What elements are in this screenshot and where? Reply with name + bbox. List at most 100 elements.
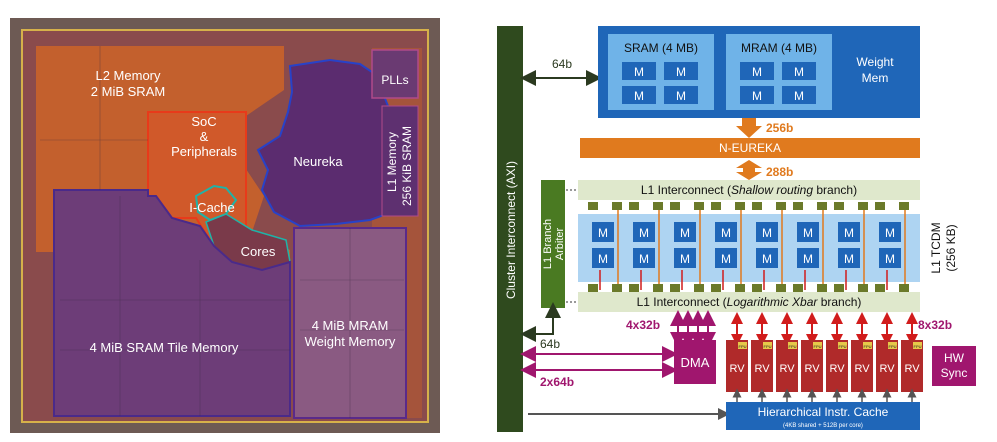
rv-core (776, 340, 798, 392)
l2-memory-title: L2 Memory (95, 68, 161, 83)
tcdm-pad (899, 284, 909, 292)
tcdm-pad (793, 284, 803, 292)
bw-64b-top: 64b (552, 57, 572, 71)
tcdm-pad (629, 284, 639, 292)
tcdm-bank-label: M (885, 226, 895, 240)
sram-tile-region (53, 189, 291, 417)
fpu-block (813, 342, 822, 349)
weight-bank-label: M (634, 89, 644, 103)
soc-label-3: Peripherals (171, 144, 237, 159)
tcdm-bank-label: M (639, 226, 649, 240)
l1-branch-arbiter-label-1: L1 Branch (542, 219, 554, 269)
plls-label: PLLs (381, 73, 408, 87)
tcdm-bank-label: M (598, 252, 608, 266)
l1-memory-label-2: 256 KiB SRAM (400, 126, 414, 206)
tcdm-pad (735, 284, 745, 292)
tcdm-bank (592, 248, 614, 268)
tcdm-bank (756, 248, 778, 268)
tcdm-bank (879, 222, 901, 242)
tcdm-pad (858, 202, 868, 210)
hw-sync-label-2: Sync (941, 366, 968, 380)
fpu-label: FPU (839, 344, 847, 349)
tcdm-pad (612, 202, 622, 210)
l1-memory-region (381, 105, 419, 217)
rv-core-label: RV (829, 363, 845, 375)
l1-shallow-interconnect (578, 180, 920, 200)
mram-label-1: 4 MiB MRAM (312, 318, 389, 333)
l2-memory-size: 2 MiB SRAM (91, 84, 165, 99)
rv-core (826, 340, 848, 392)
tcdm-bank (674, 222, 696, 242)
bw-2x64b: 2x64b (540, 375, 574, 389)
fpu-label: FPU (814, 344, 822, 349)
hw-sync-block (932, 346, 976, 386)
mram-label-2: Weight Memory (305, 334, 396, 349)
tcdm-pad (670, 202, 680, 210)
dma-block (674, 340, 716, 384)
tcdm-pad (588, 284, 598, 292)
fpu-label: FPU (739, 344, 747, 349)
weight-bank-label: M (752, 65, 762, 79)
sram-tile-label: 4 MiB SRAM Tile Memory (90, 340, 239, 355)
tcdm-pad (899, 202, 909, 210)
tcdm-pad (588, 202, 598, 210)
tcdm-bank (838, 248, 860, 268)
architecture-diagram: Cluster Interconnect (AXI) 64b SRAM (4 M… (497, 26, 976, 432)
soc-label-2: & (200, 129, 209, 144)
weight-bank-label: M (794, 65, 804, 79)
fpu-block (763, 342, 772, 349)
fpu-label: FPU (789, 344, 797, 349)
tcdm-bank-label: M (844, 226, 854, 240)
hw-sync-label-1: HW (944, 351, 965, 365)
tcdm-pad (612, 284, 622, 292)
rv-core (801, 340, 823, 392)
rv-core-label: RV (904, 363, 920, 375)
tcdm-bank-label: M (721, 252, 731, 266)
tcdm-bank-label: M (844, 252, 854, 266)
tcdm-pad (858, 284, 868, 292)
rv-core-label: RV (729, 363, 745, 375)
weight-bank (782, 62, 816, 80)
tcdm-pad (711, 202, 721, 210)
tcdm-bank (715, 248, 737, 268)
l1-tcdm-label-1: L1 TCDM (929, 222, 943, 273)
sram-label: SRAM (4 MB) (624, 41, 698, 55)
tcdm-bank-label: M (803, 226, 813, 240)
tcdm-pad (653, 202, 663, 210)
fpu-block (888, 342, 897, 349)
tcdm-bank (674, 248, 696, 268)
rv-core (876, 340, 898, 392)
tcdm-pad (629, 202, 639, 210)
l1-log-label: L1 Interconnect (Logarithmic Xbar branch… (637, 295, 862, 309)
rv-core (901, 340, 923, 392)
weight-bank (622, 62, 656, 80)
rv-core (751, 340, 773, 392)
cluster-interconnect-label: Cluster Interconnect (AXI) (504, 161, 518, 299)
plls-region (371, 49, 419, 99)
l1-branch-arbiter (541, 180, 565, 308)
tcdm-pad (711, 284, 721, 292)
rv-core-label: RV (804, 363, 820, 375)
icache-title: Hierarchical Instr. Cache (758, 405, 889, 419)
tcdm-pad (776, 284, 786, 292)
l1-tcdm-region (578, 214, 920, 282)
tcdm-pad (670, 284, 680, 292)
weight-bank (782, 86, 816, 104)
fpu-block (788, 342, 797, 349)
n-eureka-label: N-EUREKA (719, 141, 781, 155)
tcdm-bank (879, 248, 901, 268)
tcdm-pad (752, 284, 762, 292)
weight-bank-label: M (794, 89, 804, 103)
weight-bank (740, 86, 774, 104)
cores-label: Cores (241, 244, 276, 259)
l1-shallow-label: L1 Interconnect (Shallow routing branch) (641, 183, 857, 197)
fpu-block (738, 342, 747, 349)
rv-core-label: RV (879, 363, 895, 375)
soc-label-1: SoC (191, 114, 216, 129)
tcdm-bank (633, 248, 655, 268)
rv-core-label: RV (779, 363, 795, 375)
tcdm-pad (694, 284, 704, 292)
tcdm-bank (756, 222, 778, 242)
icache-label: I-Cache (189, 200, 235, 215)
